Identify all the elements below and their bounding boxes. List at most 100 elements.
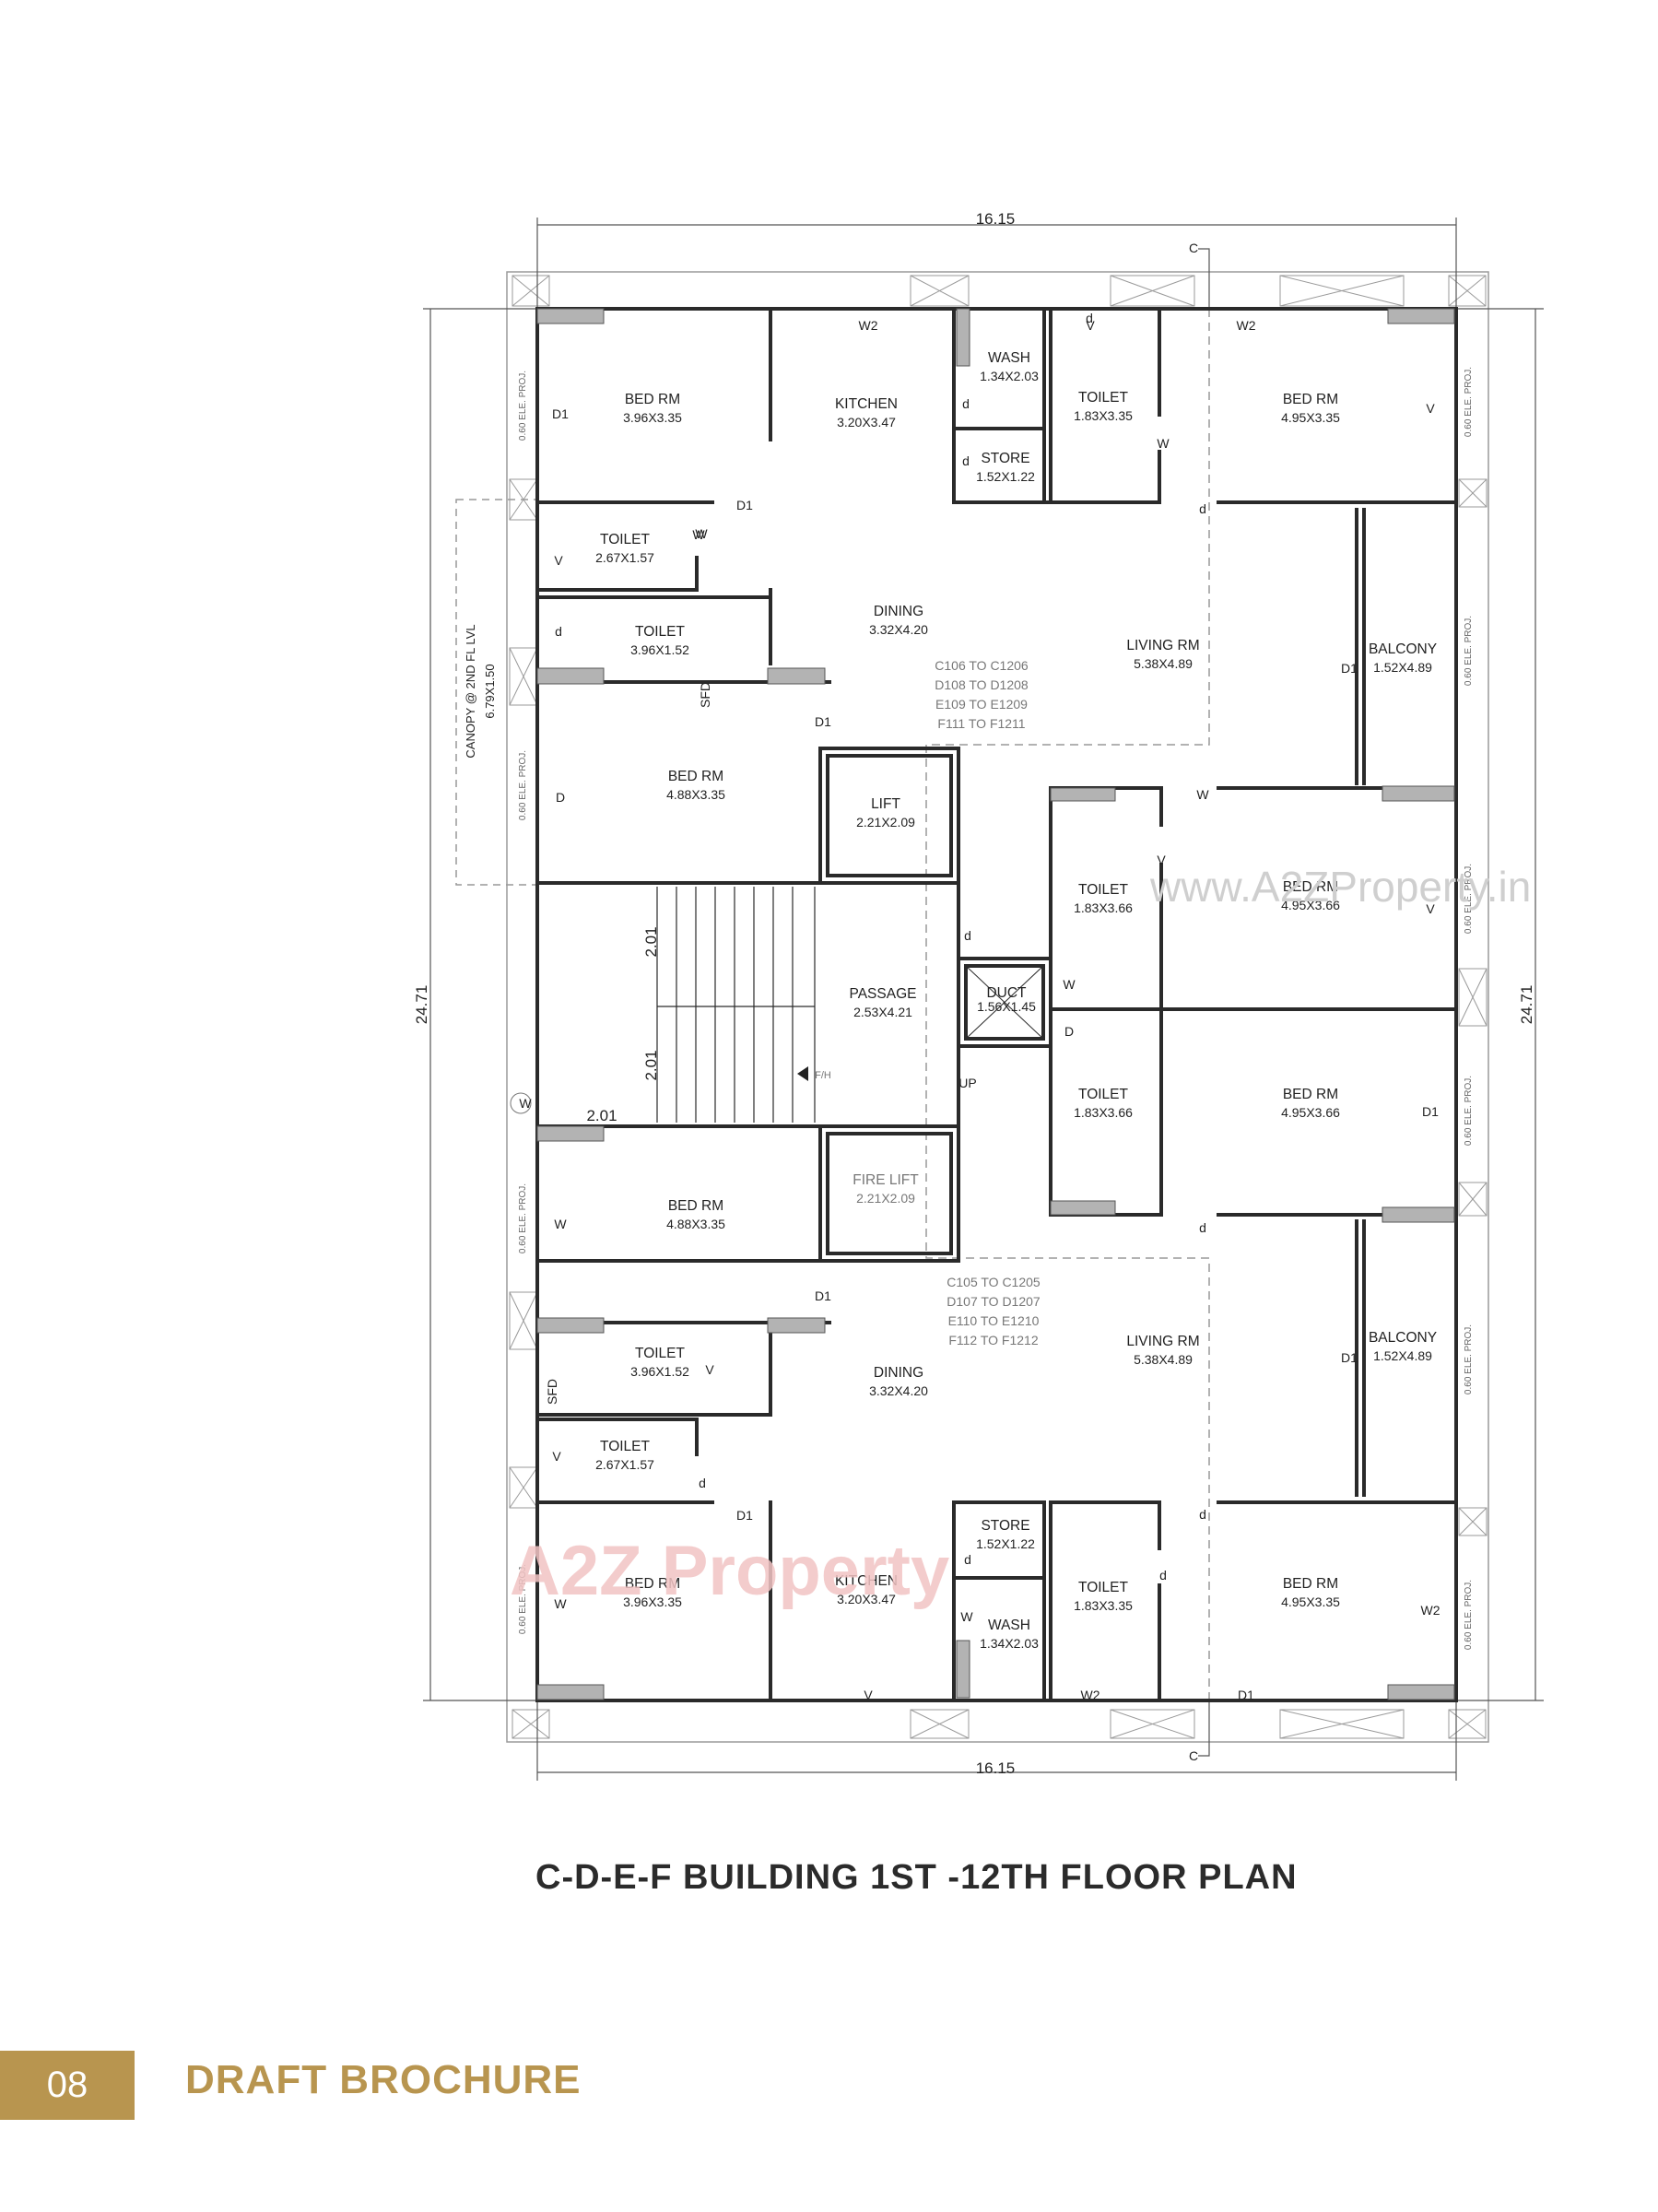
room-name: STORE (981, 451, 1029, 466)
room-name: TOILET (1078, 390, 1129, 406)
room-size: 3.96X1.52 (630, 642, 689, 657)
room-size: 1.52X1.22 (976, 469, 1035, 484)
room-name: WASH (988, 1618, 1030, 1633)
room-size: 3.20X3.47 (837, 415, 896, 429)
door-window-tag: d (1199, 1507, 1206, 1522)
door-window-tag: d (964, 928, 971, 943)
door-window-tag: D1 (1341, 1350, 1358, 1365)
proj-label: 0.60 ELE. PROJ. (518, 1564, 528, 1634)
door-window-tag: D1 (1422, 1104, 1439, 1119)
room-name: PASSAGE (850, 986, 917, 1002)
plan-title: C-D-E-F BUILDING 1ST -12TH FLOOR PLAN (535, 1858, 1298, 1897)
flat-number: D107 TO D1207 (947, 1294, 1041, 1309)
room-name: TOILET (1078, 1580, 1129, 1595)
proj-label: 0.60 ELE. PROJ. (1464, 864, 1474, 934)
room-size: 3.96X3.35 (623, 1594, 682, 1609)
room-size: 4.95X3.66 (1281, 1105, 1340, 1120)
logo-watermark: A2Z Property (510, 1532, 949, 1610)
room-name: BED RM (1283, 879, 1338, 895)
flat-numbers-south: C105 TO C1205 D107 TO D1207 E110 TO E121… (947, 1275, 1041, 1347)
footer-label: DRAFT BROCHURE (185, 2057, 582, 2102)
door-window-tag: V (705, 1362, 714, 1377)
door-window-tag: V (864, 1688, 873, 1702)
page-number-badge (0, 2051, 135, 2120)
room-name: DUCT (986, 985, 1027, 1001)
room-size: 1.34X2.03 (980, 369, 1039, 383)
room-name: BED RM (1283, 1087, 1338, 1102)
door-window-tag: W2 (1081, 1688, 1100, 1702)
door-window-tag: UP (958, 1076, 976, 1090)
room-name: KITCHEN (835, 396, 898, 412)
room-size: 1.56X1.45 (977, 999, 1036, 1014)
flat-number: F112 TO F1212 (948, 1333, 1038, 1347)
room-size: 5.38X4.89 (1134, 1352, 1193, 1367)
room-name: DINING (874, 604, 923, 619)
section-mark-bottom: C (1189, 1748, 1198, 1763)
room-size: 1.83X3.35 (1074, 1598, 1133, 1613)
proj-label: 0.60 ELE. PROJ. (1464, 1324, 1474, 1394)
door-window-tag: d (1199, 1220, 1206, 1235)
room-size: 3.32X4.20 (869, 1383, 928, 1398)
door-window-tag: W2 (859, 318, 878, 333)
flat-number: D108 TO D1208 (935, 677, 1029, 692)
door-window-tag: D1 (1341, 661, 1358, 676)
flat-numbers-north: C106 TO C1206 D108 TO D1208 E109 TO E120… (935, 658, 1029, 731)
room-size: 2.67X1.57 (595, 550, 654, 565)
door-window-tag: W (695, 526, 708, 541)
room-size: 4.95X3.35 (1281, 410, 1340, 425)
door-window-tag: d (555, 624, 562, 639)
columns (536, 308, 1455, 1700)
room-size: 1.83X3.35 (1074, 408, 1133, 423)
room-name: STORE (981, 1518, 1029, 1534)
door-window-tag: W (554, 1217, 567, 1231)
proj-label: 0.60 ELE. PROJ. (518, 1183, 528, 1253)
door-window-tag: W2 (1237, 318, 1256, 333)
proj-label: 0.60 ELE. PROJ. (1464, 616, 1474, 686)
door-window-tag: W (519, 1096, 532, 1111)
door-window-tag: d (1199, 501, 1206, 516)
flat-number: C105 TO C1205 (947, 1275, 1041, 1289)
room-name: BED RM (668, 769, 723, 784)
staircase (656, 887, 816, 1123)
door-window-tag: W (960, 1609, 973, 1624)
room-name: DINING (874, 1365, 923, 1381)
flat-number: F111 TO F1211 (937, 716, 1025, 731)
door-window-tag: F/H (815, 1070, 831, 1081)
window-markers (509, 275, 1487, 1739)
room-name: TOILET (600, 532, 651, 547)
door-window-tag: W (1063, 977, 1076, 992)
room-size: 1.34X2.03 (980, 1636, 1039, 1651)
projection-outline (506, 271, 1489, 1743)
door-window-tag: d (964, 1552, 971, 1567)
room-size: 2.53X4.21 (853, 1005, 912, 1019)
door-window-tag: D (556, 790, 565, 805)
door-window-tag: W (1157, 436, 1170, 451)
flat-number: E109 TO E1209 (935, 697, 1028, 712)
door-window-tag: W (554, 1596, 567, 1611)
proj-label: 0.60 ELE. PROJ. (1464, 367, 1474, 437)
door-window-tag: d (962, 453, 970, 468)
door-window-tag: d (699, 1476, 706, 1490)
flat-number: C106 TO C1206 (935, 658, 1029, 673)
door-window-tag: W (1196, 787, 1209, 802)
dim-stair-2: 2.01 (642, 1050, 660, 1080)
door-window-tag: W2 (1421, 1603, 1440, 1618)
door-window-tag: V (1157, 853, 1166, 867)
canopy-label: CANOPY @ 2ND FL LVL (464, 624, 477, 758)
fire-hydrant-icon (510, 1092, 532, 1114)
door-window-tag: D1 (736, 1508, 753, 1523)
door-window-tag: V (1086, 318, 1095, 333)
room-size: 5.38X4.89 (1134, 656, 1193, 671)
proj-label: 0.60 ELE. PROJ. (1464, 1580, 1474, 1650)
room-name: BALCONY (1369, 1330, 1437, 1346)
door-window-tag: D1 (815, 1288, 831, 1303)
room-size: 4.88X3.35 (666, 1217, 725, 1231)
room-size: 1.52X4.89 (1373, 1348, 1432, 1363)
room-size: 2.67X1.57 (595, 1457, 654, 1472)
room-size: 1.52X1.22 (976, 1536, 1035, 1551)
proj-label: 0.60 ELE. PROJ. (518, 371, 528, 441)
room-size: 3.32X4.20 (869, 622, 928, 637)
door-window-tag: V (554, 553, 563, 568)
section-mark-top: C (1189, 241, 1198, 255)
